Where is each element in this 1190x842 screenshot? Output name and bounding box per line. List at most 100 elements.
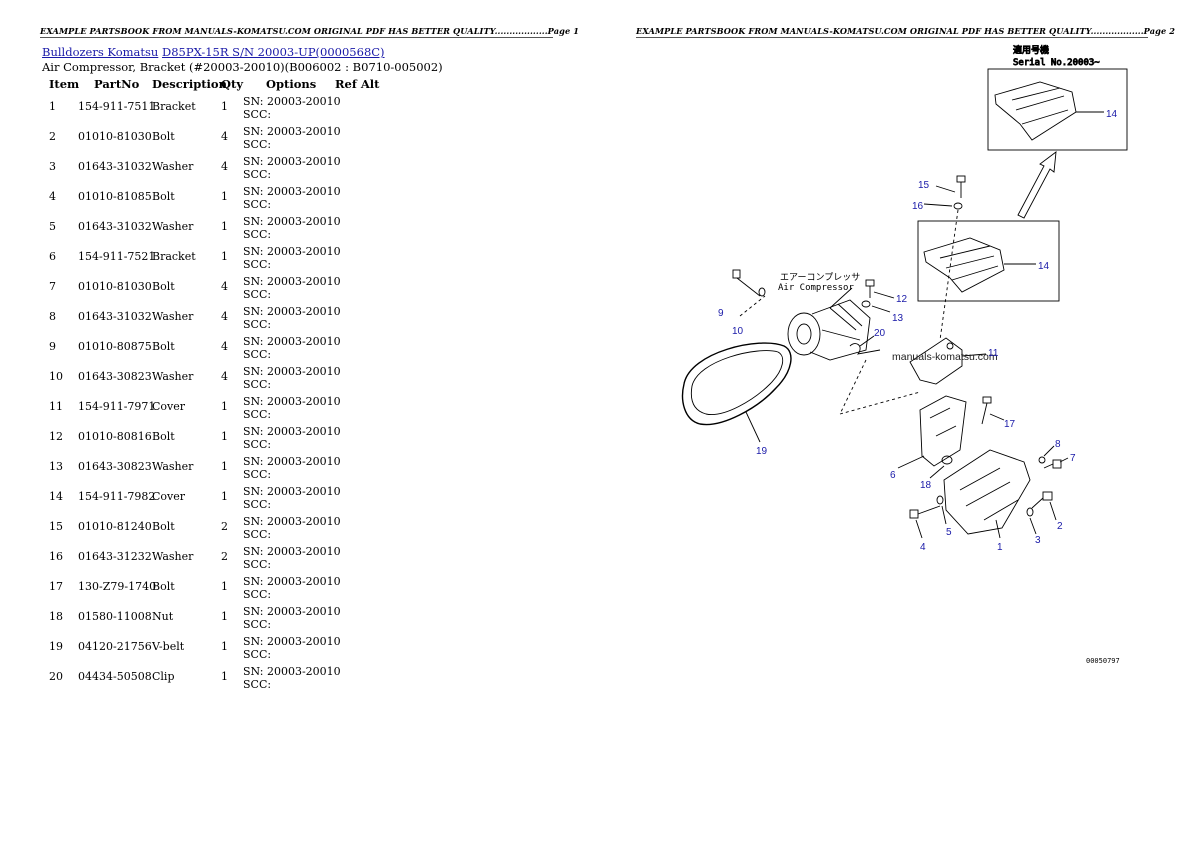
bolt-2-shank	[1031, 497, 1044, 509]
cell-description: Bolt	[152, 190, 175, 203]
callout-13: 13	[892, 313, 904, 324]
cell-item: 10	[49, 370, 63, 383]
cell-description: Bolt	[152, 130, 175, 143]
options-scc: SCC:	[243, 258, 272, 271]
options-scc: SCC:	[243, 348, 272, 361]
cell-qty: 4	[221, 310, 228, 323]
header-options: Options	[266, 77, 317, 91]
callout-9: 9	[718, 308, 724, 319]
options-sn: SN: 20003-20010	[243, 395, 341, 408]
cell-partno: 01643-31032	[78, 160, 152, 173]
cell-item: 11	[49, 400, 63, 413]
clip-20	[849, 343, 881, 355]
cover-14-inset-slots	[1011, 87, 1069, 125]
options-sn: SN: 20003-20010	[243, 605, 341, 618]
leader-7	[1059, 457, 1069, 463]
leader-19	[745, 411, 761, 443]
cell-qty: 1	[221, 610, 228, 623]
options-sn: SN: 20003-20010	[243, 425, 341, 438]
options-scc: SCC:	[243, 468, 272, 481]
options-scc: SCC:	[243, 408, 272, 421]
cell-description: Cover	[152, 400, 186, 413]
cell-partno: 130-Z79-1740	[78, 580, 157, 593]
cell-item: 7	[49, 280, 56, 293]
bolt-4-shank	[917, 505, 941, 515]
options-sn: SN: 20003-20010	[243, 215, 341, 228]
breadcrumb: Bulldozers Komatsu D85PX-15R S/N 20003-U…	[42, 45, 385, 59]
options-scc: SCC:	[243, 198, 272, 211]
cell-description: Bolt	[152, 340, 175, 353]
breadcrumb-link-bulldozers[interactable]: Bulldozers Komatsu	[42, 45, 159, 59]
callout-14: 14	[1038, 261, 1050, 272]
cell-partno: 154-911-7521	[78, 250, 156, 263]
bolt-2-head	[1042, 491, 1053, 501]
callout-6: 6	[890, 470, 896, 481]
options-sn: SN: 20003-20010	[243, 635, 341, 648]
v-belt-outer	[681, 342, 792, 426]
nut-18	[941, 455, 953, 465]
cell-item: 17	[49, 580, 63, 593]
cell-partno: 01643-31032	[78, 220, 152, 233]
cell-item: 18	[49, 610, 63, 623]
washer-13	[861, 300, 871, 308]
leader-4	[915, 519, 923, 539]
options-sn: SN: 20003-20010	[243, 545, 341, 558]
callout-3: 3	[1035, 535, 1041, 546]
compressor-detail	[821, 303, 863, 341]
options-scc: SCC:	[243, 228, 272, 241]
guide-line	[739, 295, 766, 317]
cell-qty: 1	[221, 100, 228, 113]
bolt-4-head	[909, 509, 919, 519]
cover-14-shape	[923, 237, 1005, 293]
cell-item: 16	[49, 550, 63, 563]
options-sn: SN: 20003-20010	[243, 515, 341, 528]
cell-item: 13	[49, 460, 63, 473]
bolt-12-head	[865, 279, 875, 287]
cell-qty: 2	[221, 550, 228, 563]
cell-item: 1	[49, 100, 56, 113]
callout-15: 15	[918, 180, 930, 191]
washer-5	[936, 495, 944, 505]
cover-11-hole	[946, 342, 954, 350]
cell-partno: 154-911-7982	[78, 490, 156, 503]
options-scc: SCC:	[243, 618, 272, 631]
cell-partno: 04120-21756	[78, 640, 152, 653]
breadcrumb-link-model[interactable]: D85PX-15R S/N 20003-UP(0000568C)	[161, 45, 385, 59]
callout-2: 2	[1057, 521, 1063, 532]
bolt-7-shank	[1043, 463, 1054, 469]
cell-partno: 154-911-7971	[78, 400, 156, 413]
cell-qty: 4	[221, 340, 228, 353]
options-sn: SN: 20003-20010	[243, 365, 341, 378]
cell-description: Nut	[152, 610, 174, 623]
options-scc: SCC:	[243, 318, 272, 331]
cell-partno: 01010-81240	[78, 520, 152, 533]
washer-8	[1038, 456, 1046, 464]
bracket-1-detail	[959, 467, 1019, 521]
cell-qty: 1	[221, 190, 228, 203]
cell-partno: 01010-81030	[78, 280, 152, 293]
bracket-6-detail	[929, 407, 957, 437]
cell-qty: 1	[221, 490, 228, 503]
callout-19: 19	[756, 446, 768, 457]
cell-partno: 01580-11008	[78, 610, 152, 623]
callout-18: 18	[920, 480, 932, 491]
cell-qty: 1	[221, 220, 228, 233]
options-scc: SCC:	[243, 288, 272, 301]
callout-11: 11	[988, 348, 999, 359]
leader-13	[871, 305, 891, 313]
options-scc: SCC:	[243, 588, 272, 601]
cell-partno: 01643-30823	[78, 460, 152, 473]
callout-5: 5	[946, 527, 952, 538]
options-sn: SN: 20003-20010	[243, 665, 341, 678]
options-sn: SN: 20003-20010	[243, 575, 341, 588]
cell-description: Washer	[152, 310, 194, 323]
washer-10	[758, 287, 766, 297]
